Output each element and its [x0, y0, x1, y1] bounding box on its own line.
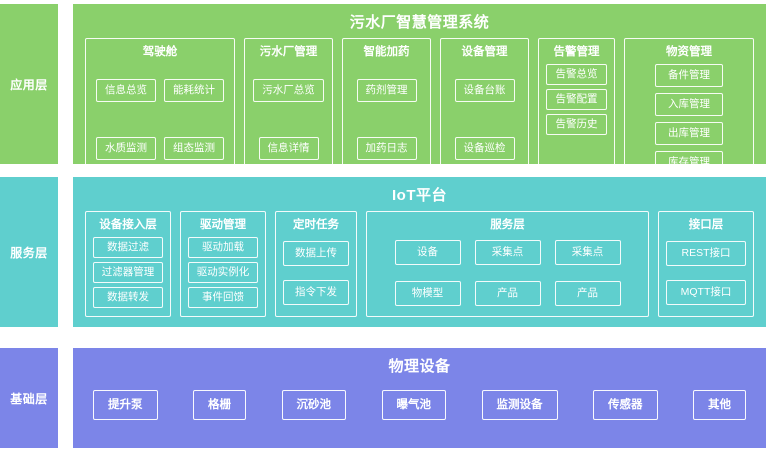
item-device[interactable]: 设备	[394, 240, 461, 266]
layer-tag-application: 应用层	[0, 4, 58, 164]
item-alarm-overview[interactable]: 告警总览	[546, 64, 607, 85]
item-info-detail[interactable]: 信息详情	[258, 136, 319, 160]
device-lift-pump[interactable]: 提升泵	[93, 390, 158, 420]
item-rest-interface[interactable]: REST接口	[666, 241, 746, 266]
item-inbound[interactable]: 入库管理	[655, 93, 723, 116]
service-layer: 服务层 IoT平台 设备接入层 数据过滤 过滤器管理 数据转发 驱动管理 驱动加…	[0, 177, 766, 327]
service-layer-title: IoT平台	[392, 187, 447, 204]
item-list-driver-management: 驱动加载 驱动实例化 事件回馈	[188, 237, 258, 309]
item-list-scheduled-tasks: 数据上传 指令下发	[283, 237, 349, 309]
application-layer-title: 污水厂智慧管理系统	[349, 14, 490, 31]
infrastructure-layer-panel: 物理设备 提升泵 格栅 沉砂池 曝气池 监测设备 传感器 其他	[73, 348, 766, 448]
group-interface-layer[interactable]: 接口层 REST接口 MQTT接口	[658, 211, 754, 317]
layer-tag-service: 服务层	[0, 177, 58, 327]
device-other[interactable]: 其他	[693, 390, 746, 420]
layer-gap	[58, 348, 73, 448]
group-title-device-access-layer: 设备接入层	[99, 219, 157, 231]
item-water-quality[interactable]: 水质监测	[96, 136, 156, 160]
item-list-interface-layer: REST接口 MQTT接口	[666, 237, 746, 309]
item-product-2[interactable]: 产品	[554, 280, 621, 306]
item-alarm-config[interactable]: 告警配置	[546, 89, 607, 110]
infrastructure-layer: 基础层 物理设备 提升泵 格栅 沉砂池 曝气池 监测设备 传感器 其他	[0, 348, 766, 448]
item-data-upload[interactable]: 数据上传	[283, 241, 349, 266]
layer-gap	[58, 177, 73, 327]
item-command-dispatch[interactable]: 指令下发	[283, 280, 349, 305]
group-driver-management[interactable]: 驱动管理 驱动加载 驱动实例化 事件回馈	[180, 211, 266, 317]
device-monitoring-device[interactable]: 监测设备	[481, 390, 558, 420]
item-driver-load[interactable]: 驱动加载	[188, 237, 258, 258]
group-plant-management[interactable]: 污水厂管理 污水厂总览 信息详情	[244, 38, 333, 182]
group-title-plant-management: 污水厂管理	[259, 46, 318, 58]
group-alarm-management[interactable]: 告警管理 告警总览 告警配置 告警历史	[538, 38, 615, 182]
item-spare-parts[interactable]: 备件管理	[655, 64, 723, 87]
item-scada-monitor[interactable]: 组态监测	[164, 136, 224, 160]
group-title-material-management: 物资管理	[666, 46, 712, 58]
item-alarm-history[interactable]: 告警历史	[546, 114, 607, 135]
group-scheduled-tasks[interactable]: 定时任务 数据上传 指令下发	[275, 211, 357, 317]
item-data-forwarding[interactable]: 数据转发	[93, 287, 163, 308]
infrastructure-layer-title: 物理设备	[388, 358, 451, 375]
item-inventory[interactable]: 库存管理	[655, 151, 723, 174]
group-title-cockpit: 驾驶舱	[142, 46, 178, 58]
item-collection-point-1[interactable]: 采集点	[474, 240, 541, 266]
item-list-alarm-management: 告警总览 告警配置 告警历史	[546, 64, 607, 174]
service-group-list: 设备接入层 数据过滤 过滤器管理 数据转发 驱动管理 驱动加载 驱动实例化 事件…	[85, 211, 754, 317]
layer-tag-infrastructure: 基础层	[0, 348, 58, 448]
item-list-service-layer: 设备 采集点 采集点 物模型 产品 产品	[374, 237, 641, 309]
item-reagent-management[interactable]: 药剂管理	[356, 78, 417, 102]
application-group-list: 驾驶舱 信息总览 能耗统计 水质监测 组态监测 污水厂管理 污水厂总览 信息详情	[85, 38, 754, 182]
group-title-driver-management: 驱动管理	[200, 219, 246, 231]
item-driver-instantiate[interactable]: 驱动实例化	[188, 262, 258, 283]
device-list: 提升泵 格栅 沉砂池 曝气池 监测设备 传感器 其他	[85, 378, 754, 438]
item-product-1[interactable]: 产品	[474, 280, 541, 306]
service-layer-panel: IoT平台 设备接入层 数据过滤 过滤器管理 数据转发 驱动管理 驱动加载 驱动…	[73, 177, 766, 327]
device-sensor[interactable]: 传感器	[593, 390, 658, 420]
group-title-interface-layer: 接口层	[688, 219, 724, 231]
item-outbound[interactable]: 出库管理	[655, 122, 723, 145]
device-aeration-tank[interactable]: 曝气池	[381, 390, 446, 420]
item-collection-point-2[interactable]: 采集点	[554, 240, 621, 266]
group-title-alarm-management: 告警管理	[553, 46, 600, 58]
item-thing-model[interactable]: 物模型	[394, 280, 461, 306]
item-list-cockpit: 信息总览 能耗统计 水质监测 组态监测	[93, 64, 227, 174]
group-equipment-management[interactable]: 设备管理 设备台账 设备巡检	[440, 38, 529, 182]
item-plant-overview[interactable]: 污水厂总览	[253, 78, 324, 102]
group-title-scheduled-tasks: 定时任务	[293, 219, 339, 231]
device-grit-chamber[interactable]: 沉砂池	[281, 390, 346, 420]
group-device-access-layer[interactable]: 设备接入层 数据过滤 过滤器管理 数据转发	[85, 211, 171, 317]
item-list-plant-management: 污水厂总览 信息详情	[252, 64, 325, 174]
item-list-smart-dosing: 药剂管理 加药日志	[350, 64, 423, 174]
item-equipment-ledger[interactable]: 设备台账	[454, 78, 515, 102]
device-grille[interactable]: 格栅	[193, 390, 246, 420]
group-smart-dosing[interactable]: 智能加药 药剂管理 加药日志	[342, 38, 431, 182]
item-info-overview[interactable]: 信息总览	[96, 78, 156, 102]
layer-gap	[58, 4, 73, 164]
group-material-management[interactable]: 物资管理 备件管理 入库管理 出库管理 库存管理	[624, 38, 754, 182]
group-title-smart-dosing: 智能加药	[363, 46, 410, 58]
application-layer-panel: 污水厂智慧管理系统 驾驶舱 信息总览 能耗统计 水质监测 组态监测 污水厂管理 …	[73, 4, 766, 182]
item-event-feedback[interactable]: 事件回馈	[188, 287, 258, 308]
item-mqtt-interface[interactable]: MQTT接口	[666, 280, 746, 305]
group-cockpit[interactable]: 驾驶舱 信息总览 能耗统计 水质监测 组态监测	[85, 38, 235, 182]
item-list-material-management: 备件管理 入库管理 出库管理 库存管理	[632, 64, 746, 174]
item-data-filter[interactable]: 数据过滤	[93, 237, 163, 258]
group-title-equipment-management: 设备管理	[461, 46, 508, 58]
application-layer: 应用层 污水厂智慧管理系统 驾驶舱 信息总览 能耗统计 水质监测 组态监测 污水…	[0, 4, 766, 182]
group-service-layer[interactable]: 服务层 设备 采集点 采集点 物模型 产品 产品	[366, 211, 649, 317]
item-equipment-inspection[interactable]: 设备巡检	[454, 136, 515, 160]
item-energy-stats[interactable]: 能耗统计	[164, 78, 224, 102]
item-list-equipment-management: 设备台账 设备巡检	[448, 64, 521, 174]
item-list-device-access-layer: 数据过滤 过滤器管理 数据转发	[93, 237, 163, 309]
group-title-service-layer: 服务层	[490, 219, 525, 231]
item-dosing-log[interactable]: 加药日志	[356, 136, 417, 160]
item-filter-management[interactable]: 过滤器管理	[93, 262, 163, 283]
